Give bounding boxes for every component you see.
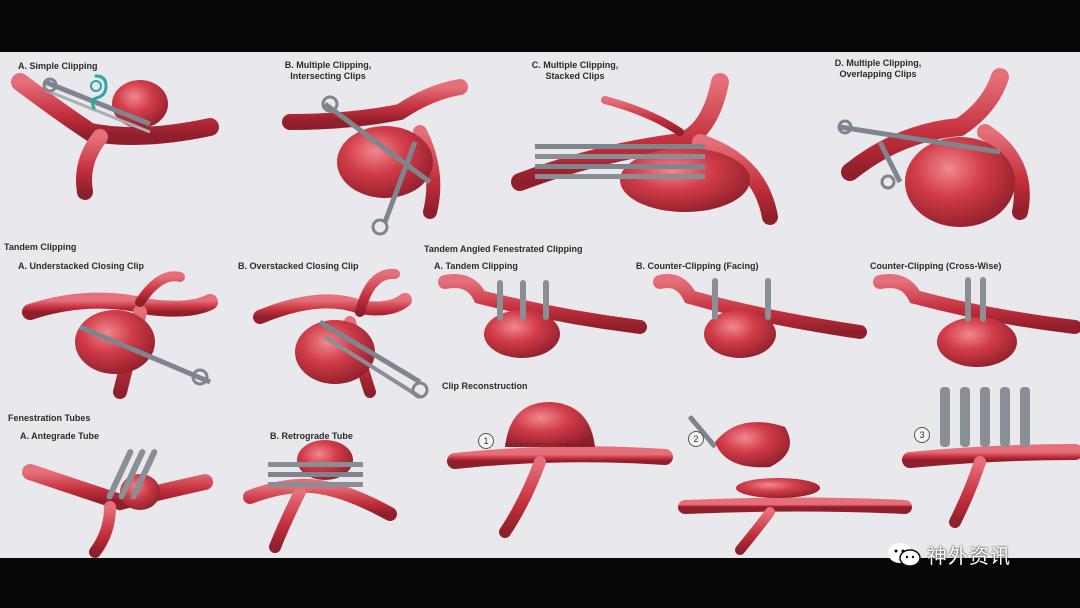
publisher-logo xyxy=(76,72,116,114)
step-number-1: 1 xyxy=(478,433,494,449)
label-d-line2: Overlapping Clips xyxy=(839,69,917,79)
figure-antegrade-tube xyxy=(22,449,213,558)
label-counter-clipping-crosswise: Counter-Clipping (Cross-Wise) xyxy=(870,261,1002,271)
watermark: 神外资讯 xyxy=(887,540,1011,569)
label-fenestrated-tandem-clipping: A. Tandem Clipping xyxy=(434,261,518,271)
title-tandem-clipping: Tandem Clipping xyxy=(4,242,77,252)
label-antegrade-tube: A. Antegrade Tube xyxy=(20,431,100,441)
figure-overlapping-clips xyxy=(837,68,1030,227)
figure-reconstruction-step1 xyxy=(447,402,673,538)
title-clip-reconstruction: Clip Reconstruction xyxy=(442,381,528,391)
label-simple-clipping: A. Simple Clipping xyxy=(18,61,98,71)
title-fenestration-tubes: Fenestration Tubes xyxy=(8,413,91,423)
figure-overstacked-clip xyxy=(253,268,429,399)
figure-stacked-clips xyxy=(511,73,778,225)
title-tandem-angled-fenestrated: Tandem Angled Fenestrated Clipping xyxy=(424,244,583,254)
watermark-text: 神外资讯 xyxy=(927,544,1011,568)
figure-fenestrated-tandem xyxy=(438,274,647,358)
figure-understacked-clip xyxy=(22,271,218,399)
figure-simple-clipping xyxy=(11,73,219,200)
label-d-line1: D. Multiple Clipping, xyxy=(834,58,922,68)
label-retrograde-tube: B. Retrograde Tube xyxy=(270,431,353,441)
label-b-line1: B. Multiple Clipping, xyxy=(284,60,372,70)
step-number-3: 3 xyxy=(914,427,930,443)
label-c-line2: Stacked Clips xyxy=(545,71,605,81)
illustration-panel: A. Simple Clipping B. Multiple Clipping,… xyxy=(0,52,1080,558)
figure-reconstruction-step2 xyxy=(678,415,912,555)
figure-counter-clipping-crosswise xyxy=(873,274,1080,367)
wechat-icon xyxy=(888,542,921,567)
label-multiple-clipping-d: D. Multiple Clipping, Overlapping Clips xyxy=(803,58,953,80)
label-multiple-clipping-c: C. Multiple Clipping, Stacked Clips xyxy=(505,60,645,82)
figure-intersecting-clips xyxy=(282,79,468,236)
aneurysm-clipping-illustration xyxy=(11,68,1080,558)
step-number-2: 2 xyxy=(688,431,704,447)
figure-reconstruction-step3 xyxy=(902,387,1080,528)
label-multiple-clipping-b: B. Multiple Clipping, Intersecting Clips xyxy=(268,60,388,82)
label-c-line1: C. Multiple Clipping, xyxy=(531,60,619,70)
figure-counter-clipping-facing xyxy=(653,274,867,358)
label-counter-clipping-facing: B. Counter-Clipping (Facing) xyxy=(636,261,759,271)
figure-retrograde-tube xyxy=(243,440,397,553)
label-b-line2: Intersecting Clips xyxy=(290,71,366,81)
label-understacked-closing-clip: A. Understacked Closing Clip xyxy=(18,261,145,271)
label-overstacked-closing-clip: B. Overstacked Closing Clip xyxy=(238,261,359,271)
logo-icon xyxy=(90,74,108,110)
